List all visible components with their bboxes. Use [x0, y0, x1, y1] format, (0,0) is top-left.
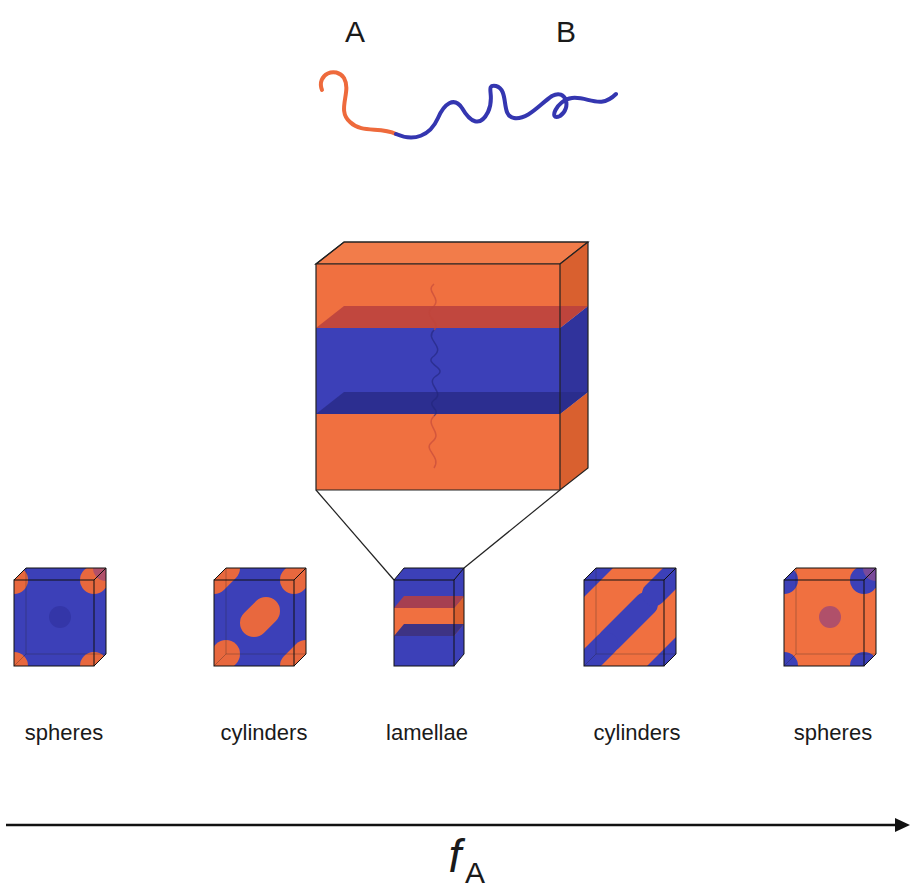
- lamellae-enlarged: [316, 242, 588, 490]
- cylinders-cube: [570, 558, 690, 680]
- polymer-chain: [321, 72, 616, 137]
- phase-label: lamellae: [386, 722, 468, 744]
- zoom-line: [316, 490, 394, 580]
- phase-label: cylinders: [594, 722, 681, 744]
- phase-label: spheres: [794, 722, 872, 744]
- phase-label: spheres: [25, 722, 103, 744]
- axis-symbol: f: [449, 833, 462, 879]
- spheres-cube: [0, 555, 119, 680]
- lamellae-cube: [394, 568, 464, 666]
- phase-label: cylinders: [221, 722, 308, 744]
- axis-subscript: A: [465, 858, 485, 888]
- axis-arrow: [6, 818, 910, 832]
- block-label: A: [345, 17, 365, 47]
- block-label: B: [556, 17, 576, 47]
- spheres-cube: [770, 555, 889, 680]
- block-b-chain: [396, 86, 616, 138]
- block-a-chain: [321, 72, 396, 134]
- cylinders-cube: [214, 568, 306, 666]
- zoom-line: [464, 490, 560, 568]
